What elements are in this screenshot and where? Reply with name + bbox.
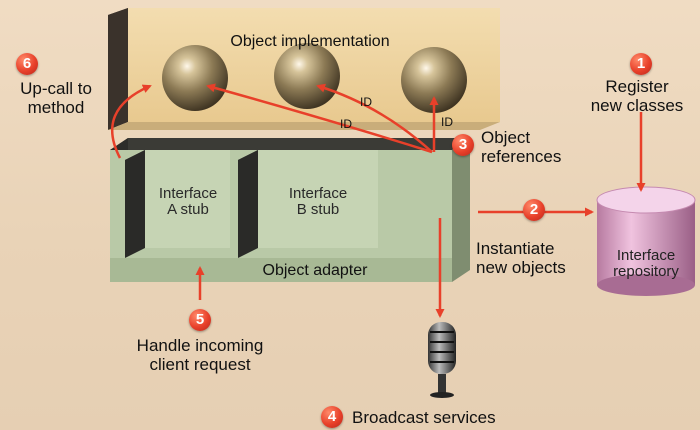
- stub-b-label-line1: Interface: [288, 185, 348, 202]
- id-label: ID: [360, 95, 372, 109]
- stub-b-label: Interface B stub: [268, 186, 368, 218]
- stub-a-label-line2: A stub: [167, 201, 209, 218]
- step-6-line2: method: [27, 98, 85, 117]
- step-3-line1: Object: [481, 128, 531, 147]
- object-sphere: [401, 47, 467, 113]
- broadcast-microphone-icon: [428, 322, 456, 398]
- step-6-text: Up-call to method: [6, 79, 106, 117]
- object-sphere: [162, 45, 228, 111]
- id-label: ID: [441, 115, 453, 129]
- repository-label: Interface repository: [599, 248, 693, 280]
- step-3-text: Object references: [481, 128, 561, 166]
- step-6-line1: Up-call to: [20, 79, 92, 98]
- step-1-badge: 1: [630, 53, 652, 75]
- step-5-text: Handle incoming client request: [110, 336, 290, 374]
- step-1-line2: new classes: [590, 96, 684, 115]
- repository-label-line2: repository: [613, 263, 679, 280]
- step-5-line2: client request: [149, 355, 251, 374]
- id-label: ID: [340, 117, 352, 131]
- object-adapter-label: Object adapter: [262, 262, 368, 279]
- stub-a-label-line1: Interface: [158, 185, 218, 202]
- stub-b-box: [238, 150, 378, 258]
- stub-a-box: [125, 150, 230, 258]
- step-6-badge: 6: [16, 53, 38, 75]
- step-5-badge: 5: [189, 309, 211, 331]
- object-implementation-label: Object implementation: [230, 33, 390, 50]
- object-spheres: [162, 43, 467, 113]
- step-2-text: Instantiate new objects: [476, 239, 566, 277]
- step-2-badge: 2: [523, 199, 545, 221]
- step-3-line2: references: [481, 147, 562, 166]
- stub-a-label: Interface A stub: [148, 186, 228, 218]
- stub-b-label-line2: B stub: [296, 201, 340, 218]
- step-4-text: Broadcast services: [352, 408, 496, 427]
- step-1-text: Register new classes: [576, 77, 698, 115]
- object-sphere: [274, 43, 340, 109]
- arrow-reference: [316, 83, 433, 153]
- arrow-reference: [206, 83, 433, 154]
- step-1-line1: Register: [605, 77, 669, 96]
- arrow-upcall: [111, 84, 152, 159]
- repository-label-line1: Interface: [616, 247, 676, 264]
- step-2-line1: Instantiate: [476, 239, 555, 258]
- step-2-line2: new objects: [476, 258, 566, 277]
- step-4-badge: 4: [321, 406, 343, 428]
- interface-repository-cylinder: [596, 186, 696, 296]
- step-5-line1: Handle incoming: [136, 336, 264, 355]
- step-3-badge: 3: [452, 134, 474, 156]
